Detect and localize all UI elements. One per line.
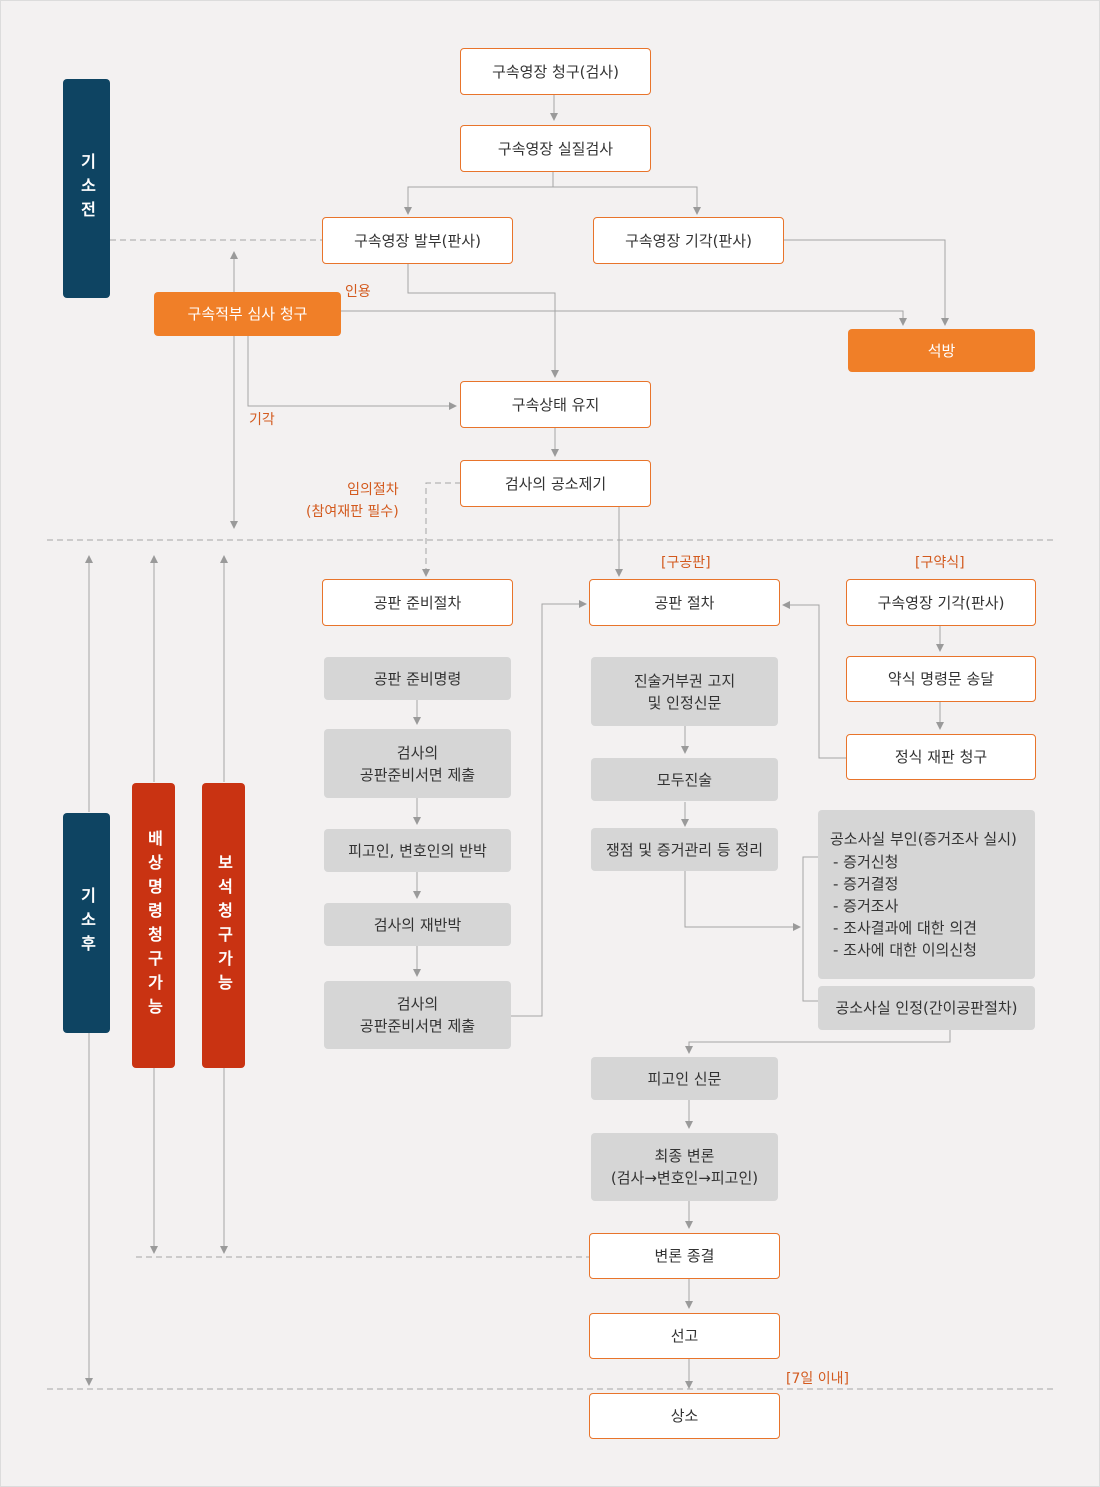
node-release: 석방 <box>848 329 1035 372</box>
node-pretrial-order: 공판 준비명령 <box>324 657 511 700</box>
label-within-7-days: [7일 이내] <box>786 1371 849 1387</box>
node-summary-dismissed: 구속영장 기각(판사) <box>846 579 1036 626</box>
node-opening-statement: 모두진술 <box>591 758 778 801</box>
compensation-bar: 배상명령청구가능 <box>132 783 175 1068</box>
label-optional-procedure: 임의절차 (참여재판 필수) <box>306 482 399 520</box>
node-sentencing: 선고 <box>589 1313 780 1359</box>
pre-indictment-bar: 기소전 <box>63 79 110 298</box>
node-defendant-questioning: 피고인 신문 <box>591 1057 778 1100</box>
label-trial-tag: [구공판] <box>661 555 711 571</box>
pre-indictment-label: 기소전 <box>77 152 97 225</box>
optional-dashed-link <box>422 482 461 577</box>
node-indictment: 검사의 공소제기 <box>460 460 651 507</box>
node-admission: 공소사실 인정(간이공판절차) <box>818 986 1035 1030</box>
node-defense-rebuttal: 피고인, 변호인의 반박 <box>324 829 511 872</box>
node-right-to-silence: 진술거부권 고지 및 인정신문 <box>591 657 778 726</box>
node-issue-organizing: 쟁점 및 증거관리 등 정리 <box>591 828 778 871</box>
node-summary-order-delivery: 약식 명령문 송달 <box>846 656 1036 702</box>
node-argument-closed: 변론 종결 <box>589 1233 780 1279</box>
denial-item: - 증거결정 <box>833 875 899 893</box>
node-prosecutor-rebuttal: 검사의 재반박 <box>324 903 511 946</box>
post-indictment-bar: 기소후 <box>63 813 110 1033</box>
node-denial: 공소사실 부인(증거조사 실시) - 증거신청 - 증거결정 - 증거조사 - … <box>818 810 1035 979</box>
node-pretrial-procedure: 공판 준비절차 <box>322 579 513 626</box>
denial-item: - 조사결과에 대한 의견 <box>833 919 977 937</box>
node-prosecutor-docs-1: 검사의 공판준비서면 제출 <box>324 729 511 798</box>
node-warrant-dismissed: 구속영장 기각(판사) <box>593 217 784 264</box>
label-accepted: 인용 <box>345 284 371 300</box>
node-appeal: 상소 <box>589 1393 780 1439</box>
node-trial-procedure: 공판 절차 <box>589 579 780 626</box>
denial-title: 공소사실 부인(증거조사 실시) <box>830 830 1017 848</box>
bail-label: 보석청구가능 <box>214 853 234 998</box>
label-rejected: 기각 <box>249 412 275 428</box>
compensation-label: 배상명령청구가능 <box>144 829 164 1022</box>
post-indictment-label: 기소후 <box>77 887 97 959</box>
node-review-request: 구속적부 심사 청구 <box>154 292 341 336</box>
node-detention-maintained: 구속상태 유지 <box>460 381 651 428</box>
denial-item: - 조사에 대한 이의신청 <box>833 941 977 959</box>
node-prosecutor-docs-2: 검사의 공판준비서면 제출 <box>324 981 511 1049</box>
denial-item: - 증거조사 <box>833 897 899 915</box>
node-final-argument: 최종 변론 (검사→변호인→피고인) <box>591 1133 778 1201</box>
node-request-warrant: 구속영장 청구(검사) <box>460 48 651 95</box>
label-summary-tag: [구약식] <box>915 555 965 571</box>
bail-bar: 보석청구가능 <box>202 783 245 1068</box>
node-substantive-exam: 구속영장 실질검사 <box>460 125 651 172</box>
denial-item: - 증거신청 <box>833 853 899 871</box>
node-warrant-issued: 구속영장 발부(판사) <box>322 217 513 264</box>
node-formal-trial-request: 정식 재판 청구 <box>846 734 1036 780</box>
